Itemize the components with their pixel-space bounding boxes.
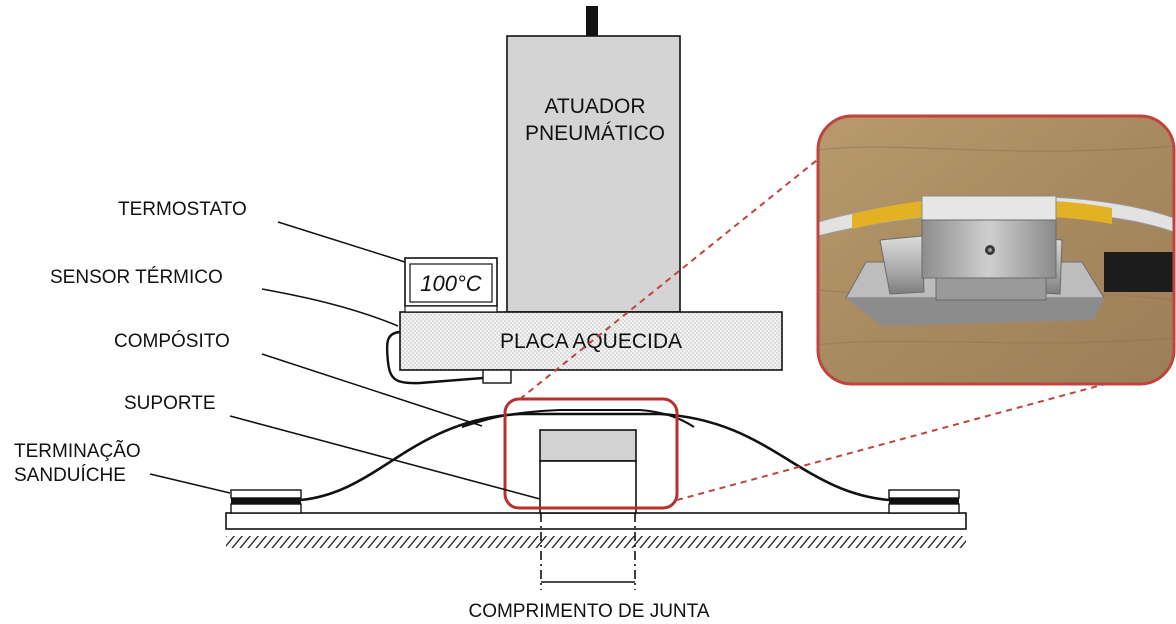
sensor-cable	[385, 330, 484, 385]
termination-leader	[149, 473, 231, 494]
thermostat-display: 100°C	[420, 271, 482, 296]
joint-length-dimension	[540, 513, 636, 590]
composite-top-layer	[461, 409, 695, 428]
composite-strip	[300, 412, 890, 502]
sensor-probe	[482, 369, 512, 384]
ground-hatch	[226, 536, 966, 548]
support-leader	[229, 415, 541, 500]
zoom-line-top	[519, 147, 833, 400]
support-block	[539, 429, 637, 514]
sensor-label: SENSOR TÉRMICO	[50, 267, 223, 288]
sandwich-termination-left	[230, 489, 302, 514]
thermostat-label: TERMOSTATO	[118, 199, 247, 220]
sensor-leader	[261, 288, 399, 327]
termination-label-line1: TERMINAÇÃO	[14, 440, 141, 462]
joint-length-label: COMPRIMENTO DE JUNTA	[468, 601, 709, 622]
detail-highlight-box	[503, 397, 679, 510]
composite-leader	[261, 353, 483, 427]
zoom-line-bottom	[676, 365, 1173, 501]
photo-frame	[816, 114, 1176, 386]
termination-label-line2: SANDUÍCHE	[14, 465, 126, 486]
actuator-label-line1: ATUADOR	[544, 95, 645, 118]
pneumatic-actuator	[506, 35, 681, 313]
thermostat-leader	[277, 221, 406, 263]
composite-label: COMPÓSITO	[114, 330, 230, 352]
actuator-label-line2: PNEUMÁTICO	[525, 122, 665, 145]
support-label: SUPORTE	[124, 393, 216, 414]
photo-inset	[818, 116, 1174, 384]
base-plate	[225, 512, 967, 530]
sandwich-termination-right	[888, 489, 960, 514]
thermostat-device: 100°C	[404, 257, 498, 313]
